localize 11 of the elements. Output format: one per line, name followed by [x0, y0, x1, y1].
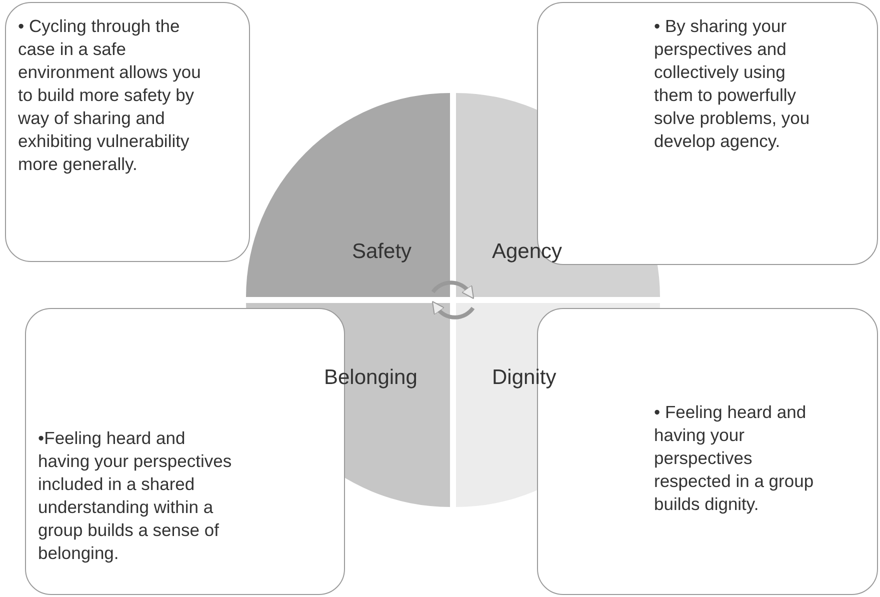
quadrant-label: Belonging — [324, 366, 418, 390]
text-box — [5, 2, 250, 262]
cycle-arrow — [431, 280, 474, 299]
bullet-text: • By sharing your perspectives and collectively using them to powerfully solve problems, you develop agency. — [654, 15, 811, 153]
bullet-text: • Cycling through the case in a safe environment allows you to build more safety by way of sharing and exhibiting vulnerability more generally. — [18, 15, 202, 176]
quadrant-label: Dignity — [492, 366, 556, 390]
quadrant-label: Safety — [352, 240, 412, 264]
bullet-text: •Feeling heard and having your perspectives included in a shared understanding within a group builds a sense of belonging. — [38, 427, 233, 565]
cycle-arrow — [432, 301, 475, 320]
quadrant-label: Agency — [492, 240, 562, 264]
bullet-text: • Feeling heard and having your perspectives respected in a group builds dignity. — [654, 401, 814, 516]
